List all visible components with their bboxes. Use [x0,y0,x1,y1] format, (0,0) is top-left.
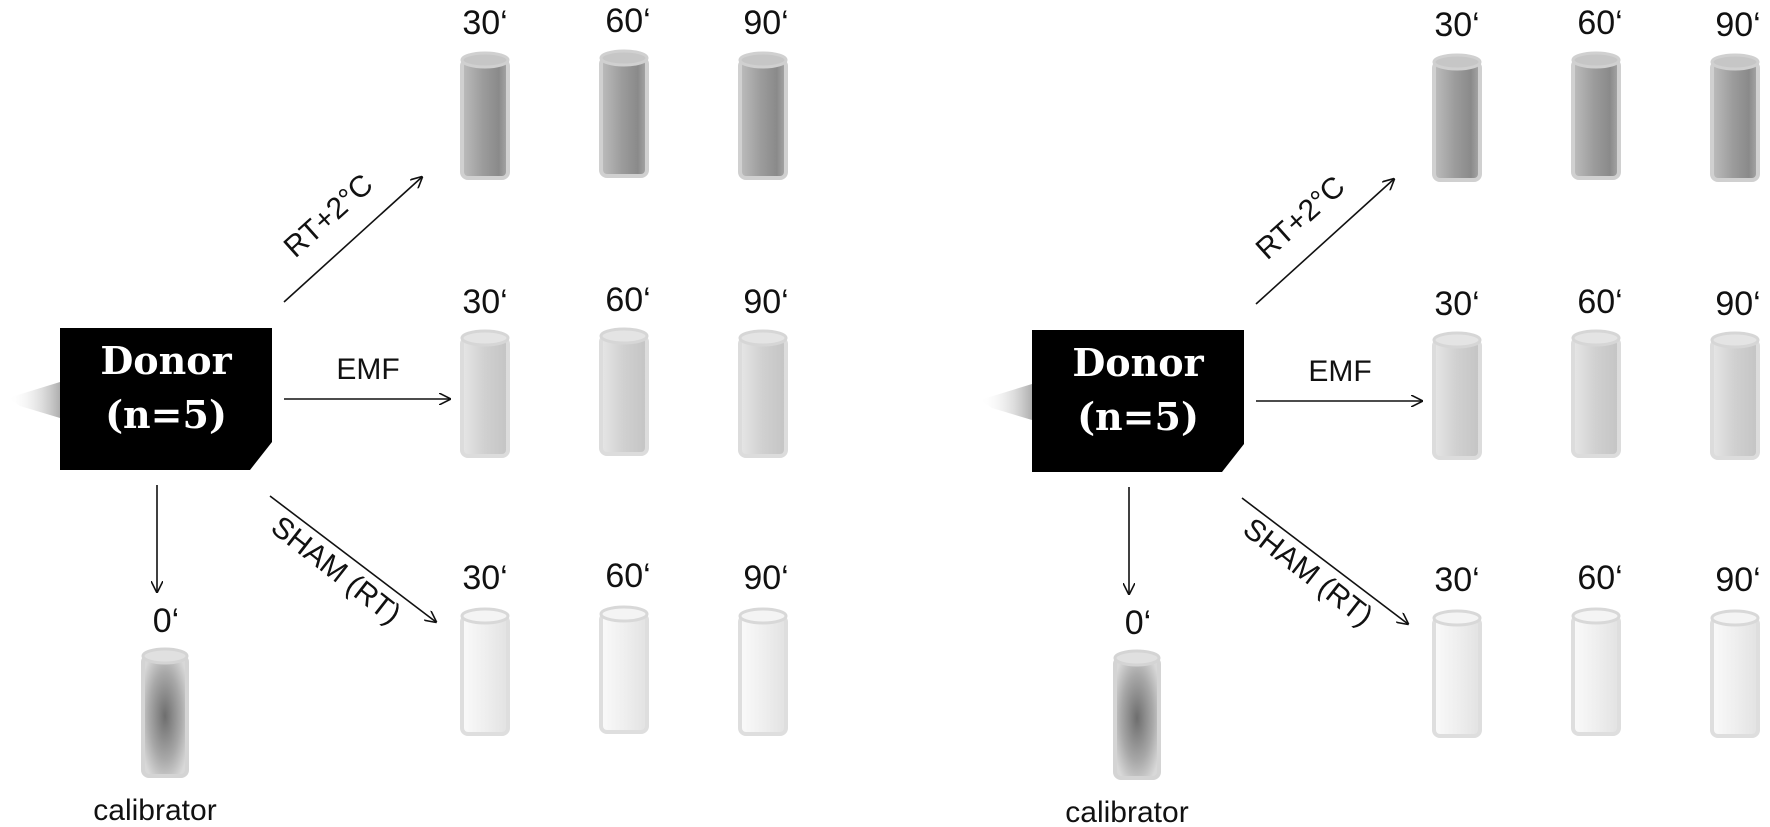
calibrator-label: calibrator [93,794,216,827]
arrow-label-rt: RT+2°C [278,168,380,264]
arrow-up [283,177,422,303]
time-label-rt-30: 30‘ [1434,6,1479,44]
calibrator-tube [1113,649,1161,780]
tube-rt-90 [738,51,788,180]
time-label-sham-60: 60‘ [605,557,650,595]
tube-rt-60 [599,49,649,178]
time-label-sham-90: 90‘ [1715,561,1760,599]
arrow-down [1241,497,1408,624]
arrow-down [269,495,436,622]
donor-title: Donor [1072,340,1204,385]
tube-rt-30 [1432,53,1482,182]
tube-sham-90 [1710,609,1760,738]
tube-sham-90 [738,607,788,736]
time-label-rt-90: 90‘ [743,4,788,42]
donor-title: Donor [100,338,232,383]
tube-emf-90 [738,329,788,458]
time-label-rt-60: 60‘ [605,2,650,40]
donor-count: (n=5) [105,392,227,437]
arrow-label-sham: SHAM (RT) [265,510,407,631]
donor-box-shadow [8,382,60,418]
tube-emf-30 [460,329,510,458]
tube-rt-60 [1571,51,1621,180]
tube-rt-30 [460,51,510,180]
time-label-sham-90: 90‘ [743,559,788,597]
calibrator-label: calibrator [1065,796,1188,827]
donor-box [60,328,272,470]
tube-emf-60 [599,327,649,456]
tube-sham-30 [1432,609,1482,738]
donor-count: (n=5) [1077,394,1199,439]
time-label-emf-30: 30‘ [1434,285,1479,323]
time-label-sham-30: 30‘ [1434,561,1479,599]
tube-emf-30 [1432,331,1482,460]
tube-rt-90 [1710,53,1760,182]
arrow-label-emf: EMF [1308,355,1371,388]
time-label-sham-60: 60‘ [1577,559,1622,597]
calibrator-tube [141,647,189,778]
panel-right: Donor (n=5) RT+2°C EMF SHAM (RT) 0‘ cali… [980,4,1761,827]
time-label-emf-30: 30‘ [462,283,507,321]
donor-box [1032,330,1244,472]
tube-emf-90 [1710,331,1760,460]
calibrator-time: 0‘ [153,602,179,640]
tube-emf-60 [1571,329,1621,458]
time-label-emf-90: 90‘ [1715,285,1760,323]
time-label-sham-30: 30‘ [462,559,507,597]
arrow-label-rt: RT+2°C [1250,170,1352,266]
arrow-up [1255,179,1394,305]
arrow-label-emf: EMF [336,353,399,386]
time-label-emf-60: 60‘ [605,281,650,319]
donor-box-shadow [980,384,1032,420]
tube-sham-30 [460,607,510,736]
tube-sham-60 [1571,607,1621,736]
arrow-label-sham: SHAM (RT) [1237,512,1379,633]
time-label-rt-30: 30‘ [462,4,507,42]
tube-sham-60 [599,605,649,734]
time-label-emf-60: 60‘ [1577,283,1622,321]
time-label-rt-60: 60‘ [1577,4,1622,42]
time-label-rt-90: 90‘ [1715,6,1760,44]
calibrator-time: 0‘ [1125,604,1151,642]
panel-left: Donor (n=5) RT+2°C EMF SHAM (RT) 0‘ cali… [8,2,789,827]
time-label-emf-90: 90‘ [743,283,788,321]
